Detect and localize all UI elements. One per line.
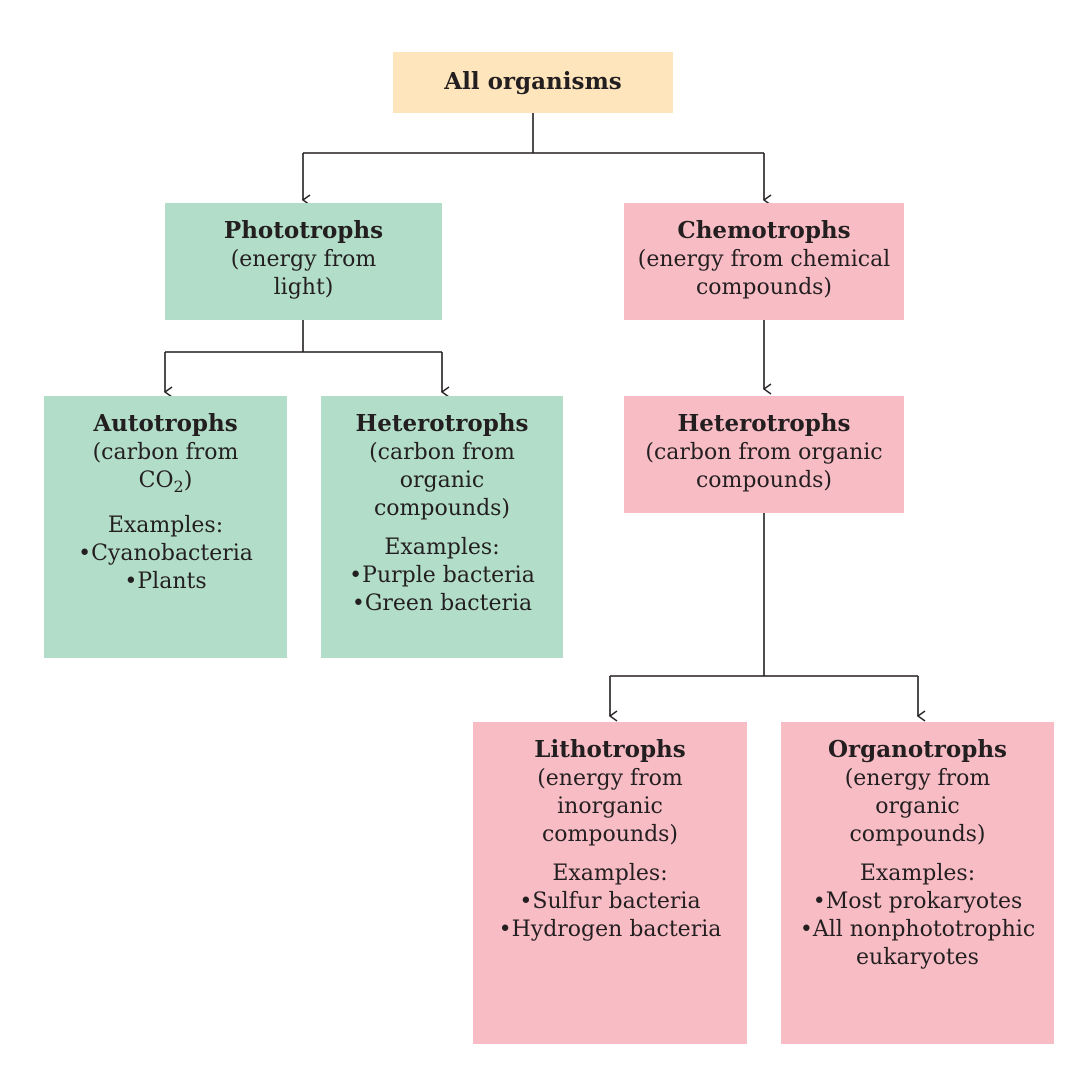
node-lithotrophs: Lithotrophs (energy from inorganic compo… — [473, 722, 747, 1044]
node-organotrophs-examples: Most prokaryotes All nonphototrophic euk… — [781, 888, 1054, 972]
node-autotrophs: Autotrophs (carbon from CO2) Examples: C… — [44, 396, 287, 658]
node-photo-heterotrophs: Heterotrophs (carbon from organic compou… — [321, 396, 563, 658]
list-item: Green bacteria — [321, 590, 563, 618]
node-organotrophs-title: Organotrophs — [827, 736, 1008, 763]
node-phototrophs: Phototrophs (energy from light) — [165, 203, 442, 320]
node-chemotrophs-title: Chemotrophs — [677, 217, 851, 244]
node-autotrophs-examples: Cyanobacteria Plants — [44, 540, 287, 596]
node-all-organisms: All organisms — [393, 52, 673, 113]
node-phototrophs-title: Phototrophs — [223, 217, 384, 244]
list-item: Cyanobacteria — [44, 540, 287, 568]
node-autotrophs-title: Autotrophs — [93, 410, 238, 437]
list-item: Sulfur bacteria — [473, 888, 747, 916]
list-item: Most prokaryotes — [789, 888, 1046, 916]
node-lithotrophs-examples-label: Examples: — [552, 861, 668, 886]
node-organotrophs-examples-label: Examples: — [859, 861, 976, 886]
node-organotrophs: Organotrophs (energy from organic compou… — [781, 722, 1054, 1044]
node-lithotrophs-title: Lithotrophs — [534, 736, 686, 763]
node-lithotrophs-desc: (energy from inorganic compounds) — [537, 766, 683, 847]
node-chemotrophs: Chemotrophs (energy from chemical compou… — [624, 203, 904, 320]
node-chemo-heterotrophs-title: Heterotrophs — [677, 410, 851, 437]
list-item: Plants — [44, 568, 287, 596]
node-organotrophs-desc: (energy from organic compounds) — [844, 766, 991, 847]
node-autotrophs-desc-subscript: 2 — [173, 477, 184, 496]
node-photo-heterotrophs-examples: Purple bacteria Green bacteria — [321, 562, 563, 618]
node-chemo-heterotrophs-desc: (carbon from organic compounds) — [645, 440, 883, 493]
node-lithotrophs-examples: Sulfur bacteria Hydrogen bacteria — [473, 888, 747, 944]
list-item: Purple bacteria — [321, 562, 563, 590]
node-autotrophs-desc: (carbon from CO2) — [44, 439, 287, 501]
node-autotrophs-desc-prefix: (carbon from CO — [92, 440, 239, 493]
node-photo-heterotrophs-title: Heterotrophs — [355, 410, 529, 437]
list-item: Hydrogen bacteria — [473, 916, 747, 944]
node-chemotrophs-desc: (energy from chemical compounds) — [637, 247, 891, 300]
node-chemo-heterotrophs: Heterotrophs (carbon from organic compou… — [624, 396, 904, 513]
node-photo-heterotrophs-examples-label: Examples: — [384, 535, 500, 560]
node-photo-heterotrophs-desc: (carbon from organic compounds) — [369, 440, 515, 521]
node-all-organisms-title: All organisms — [444, 68, 622, 95]
node-autotrophs-examples-label: Examples: — [107, 513, 224, 538]
node-autotrophs-desc-suffix: ) — [183, 468, 193, 493]
node-phototrophs-desc: (energy from light) — [230, 247, 377, 300]
list-item: All nonphototrophic eukaryotes — [789, 916, 1046, 972]
